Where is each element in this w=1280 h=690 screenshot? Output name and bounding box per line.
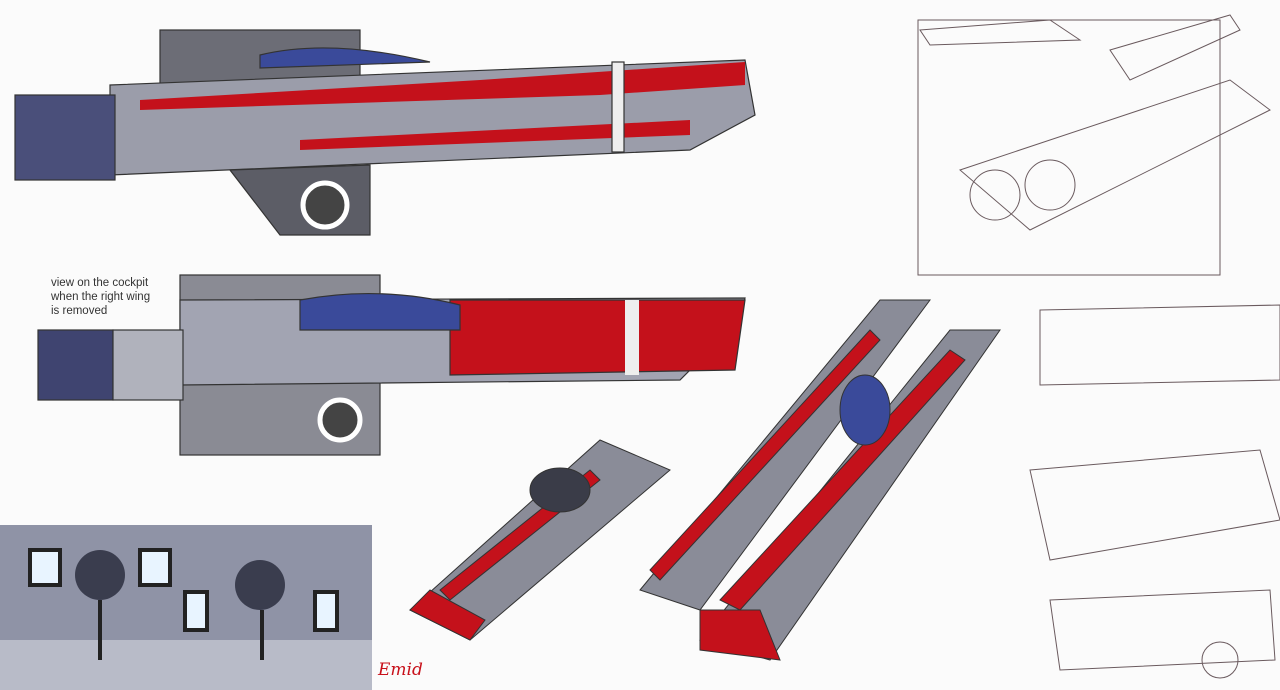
front-view-panel <box>0 525 372 690</box>
pencil-sketches-right <box>917 14 1280 679</box>
ship-perspective-large <box>639 299 1001 661</box>
caption-line-2: when the right wing <box>51 291 151 303</box>
caption-line-1: view on the cockpit <box>51 277 149 289</box>
caption-line-3: is removed <box>51 305 108 317</box>
ship-side-view-top <box>14 29 756 236</box>
ship-side-view-cockpit <box>37 274 746 456</box>
artist-signature: Emid <box>378 660 423 680</box>
annotation-caption: view on the cockpit when the right wing … <box>51 276 191 318</box>
ship-perspective-small <box>409 439 671 641</box>
